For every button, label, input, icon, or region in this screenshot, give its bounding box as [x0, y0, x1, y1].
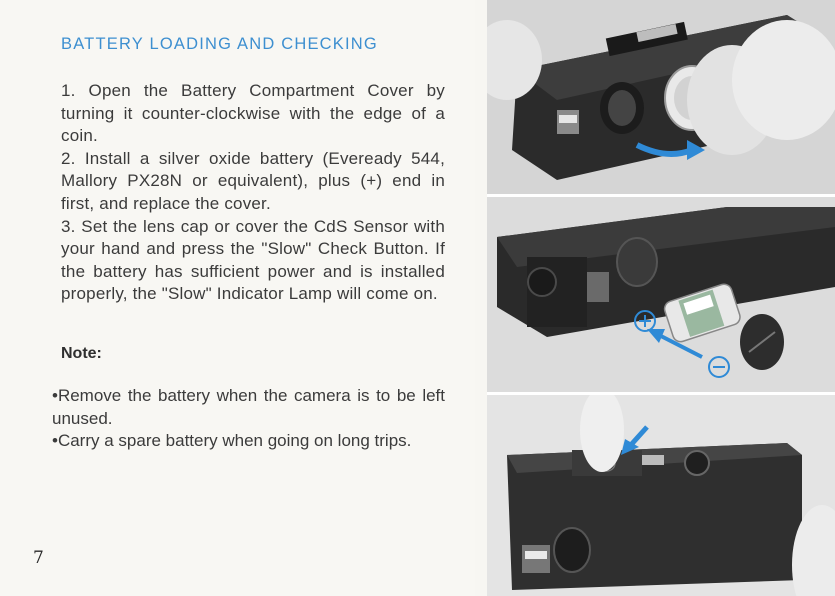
- instruction-steps: 1. Open the Battery Compartment Cover by…: [61, 80, 445, 306]
- note-item-1: •Remove the battery when the camera is t…: [52, 386, 445, 428]
- text-column: BATTERY LOADING AND CHECKING 1. Open the…: [33, 35, 445, 568]
- photo-column: [487, 0, 835, 596]
- note-item-2: •Carry a spare battery when going on lon…: [52, 431, 412, 451]
- camera-battery-photo: [487, 197, 835, 392]
- step-3: 3. Set the lens cap or cover the CdS Sen…: [61, 216, 445, 304]
- camera-coin-photo: [487, 0, 835, 194]
- note-heading: Note:: [61, 345, 102, 362]
- camera-check-button-photo: [487, 395, 835, 596]
- page-heading: BATTERY LOADING AND CHECKING: [61, 35, 378, 53]
- step-1: 1. Open the Battery Compartment Cover by…: [61, 81, 445, 146]
- step-2: 2. Install a silver oxide battery (Evere…: [61, 148, 445, 213]
- page-number: 7: [33, 548, 44, 568]
- notes-list: •Remove the battery when the camera is t…: [52, 385, 445, 453]
